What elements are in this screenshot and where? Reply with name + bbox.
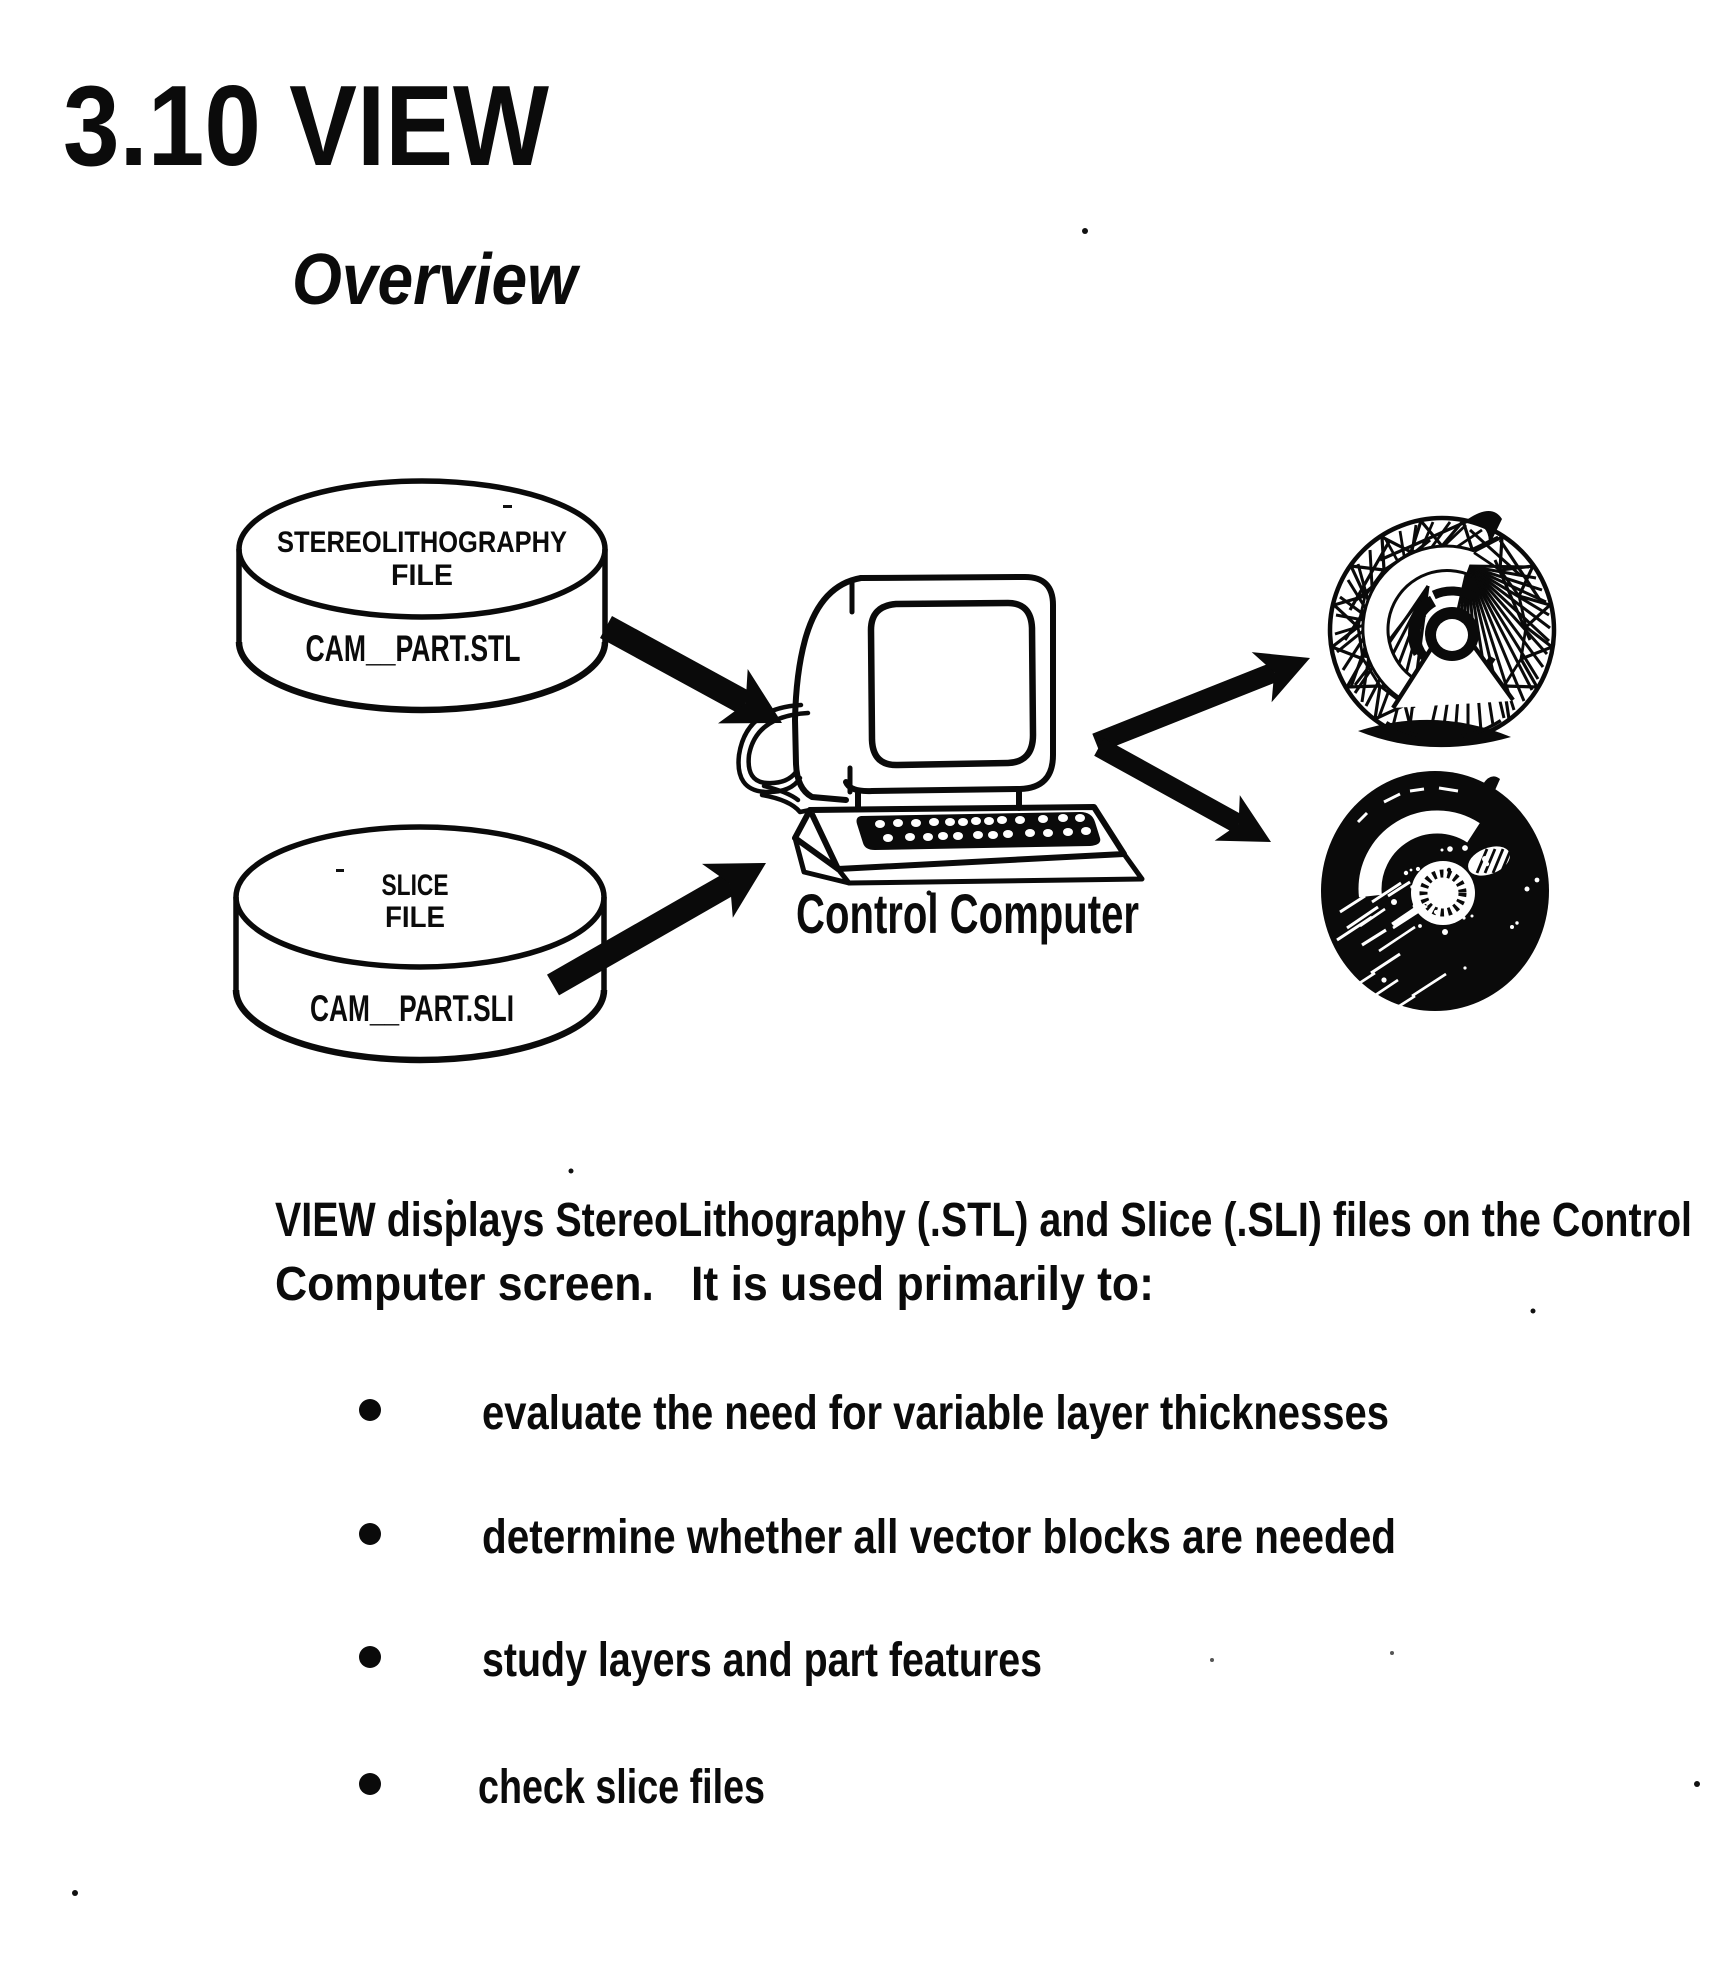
- svg-text:FILE: FILE: [391, 559, 453, 592]
- svg-text:determine whether all vector b: determine whether all vector blocks are …: [482, 1511, 1396, 1564]
- svg-text:Control Computer: Control Computer: [796, 882, 1139, 945]
- svg-text:CAM__PART.STL: CAM__PART.STL: [306, 628, 521, 669]
- svg-text:Computer screen. It is used: Computer screen. It is used primarily to…: [275, 1258, 1154, 1311]
- svg-text:CAM__PART.SLI: CAM__PART.SLI: [310, 988, 514, 1029]
- svg-text:STEREOLITHOGRAPHY: STEREOLITHOGRAPHY: [277, 526, 567, 559]
- svg-text:evaluate the need for variable: evaluate the need for variable layer thi…: [482, 1387, 1389, 1440]
- svg-text:check slice files: check slice files: [478, 1761, 765, 1814]
- svg-text:VIEW displays StereoLithograph: VIEW displays StereoLithography (.STL) a…: [275, 1194, 1692, 1247]
- svg-text:FILE: FILE: [385, 901, 445, 934]
- svg-text:study layers and part features: study layers and part features: [482, 1634, 1042, 1687]
- svg-text:Overview: Overview: [292, 240, 581, 320]
- svg-text:SLICE: SLICE: [382, 869, 449, 902]
- svg-text:3.10 VIEW: 3.10 VIEW: [63, 63, 549, 190]
